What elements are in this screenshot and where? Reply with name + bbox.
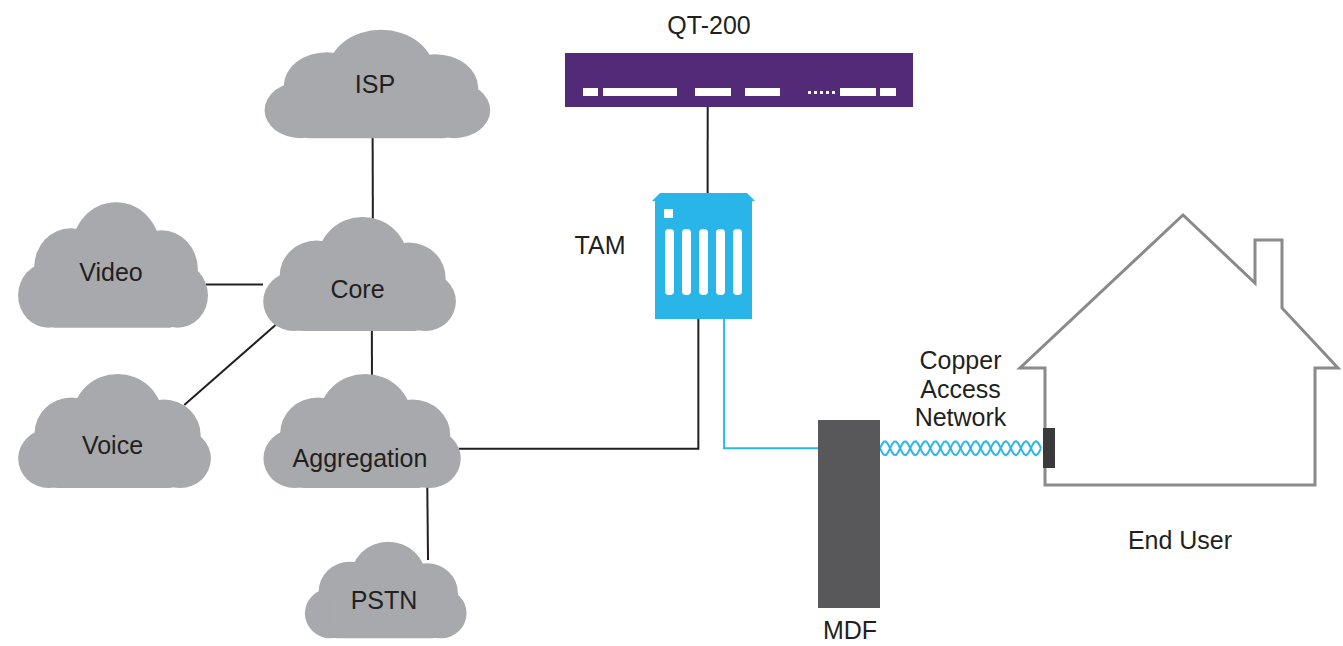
cloud-base [293, 433, 430, 488]
chassis [565, 53, 913, 107]
device-lid [652, 193, 755, 201]
cloud-shape [255, 215, 460, 333]
connector-line [459, 319, 698, 449]
connector-line [426, 478, 429, 560]
connector-line [184, 325, 275, 405]
card-slot [733, 229, 742, 295]
card-slot [665, 229, 674, 295]
network-cloud: PSTN [298, 540, 470, 640]
node-label: PSTN [351, 586, 418, 615]
connector [707, 107, 708, 193]
shape-holder [818, 420, 880, 608]
cloud-shape [255, 372, 465, 490]
port-dot [820, 91, 823, 94]
cloud-outline [18, 374, 211, 488]
node-label: Video [79, 257, 143, 286]
shape-holder [565, 53, 913, 107]
cloud-outline [265, 30, 491, 138]
node-label: End User [1128, 526, 1232, 555]
frame-box: MDF [805, 420, 895, 645]
house-shape [1015, 210, 1342, 487]
connector [372, 128, 373, 227]
connector-label: Copper Access Network [896, 346, 1026, 432]
shape-holder [652, 193, 755, 319]
network-cloud: Core [255, 215, 460, 333]
cloud-outline [263, 374, 460, 488]
network-cloud: Video [10, 200, 212, 330]
connector [206, 284, 263, 285]
cloud-outline [305, 542, 467, 639]
port-slot [583, 88, 598, 96]
node-label: Core [330, 275, 384, 304]
node-label: Aggregation [293, 444, 428, 473]
frame-body [818, 420, 880, 608]
network-cloud: Voice [10, 372, 215, 490]
connector-line [724, 319, 818, 448]
node-label: ISP [355, 70, 395, 99]
connector-line [206, 284, 263, 286]
port-slot [840, 88, 876, 96]
connector [880, 441, 1041, 455]
node-label: QT-200 [667, 11, 750, 40]
port-dot [808, 91, 811, 94]
port-dot [826, 91, 829, 94]
card-slot [682, 229, 691, 295]
shape-holder [1015, 210, 1342, 487]
port-slot [695, 88, 731, 96]
shape-holder [255, 215, 460, 333]
connector [184, 325, 275, 405]
port-slot [880, 88, 896, 96]
port-slot [603, 88, 677, 96]
device-body [655, 201, 752, 319]
connector-line [880, 441, 1041, 455]
house-node: End User [1015, 210, 1342, 560]
connector-line [880, 441, 1041, 455]
wall-socket [1043, 428, 1055, 468]
house-outline [1020, 215, 1338, 485]
tam-shape [652, 193, 755, 319]
device-led [664, 209, 673, 218]
connector [459, 319, 698, 449]
connector [427, 478, 429, 560]
node-label: Voice [82, 431, 143, 460]
device-box: QT-200 [565, 5, 913, 107]
bar-shape [565, 53, 913, 107]
connector-line [372, 128, 374, 227]
port-slot [745, 88, 780, 96]
port-dot [814, 91, 817, 94]
connector-line [707, 107, 709, 193]
card-slot [716, 229, 725, 295]
mdf-shape [818, 420, 880, 608]
node-label: MDF [823, 616, 877, 645]
cloud-outline [263, 217, 456, 331]
card-slot [699, 229, 708, 295]
shape-holder [255, 372, 465, 490]
network-cloud: Aggregation [255, 372, 465, 490]
device-box: TAM [570, 193, 758, 321]
node-label: TAM [575, 231, 626, 260]
cloud-outline [18, 202, 208, 328]
port-dot [832, 91, 835, 94]
connector [724, 319, 818, 448]
network-cloud: ISP [255, 28, 495, 140]
